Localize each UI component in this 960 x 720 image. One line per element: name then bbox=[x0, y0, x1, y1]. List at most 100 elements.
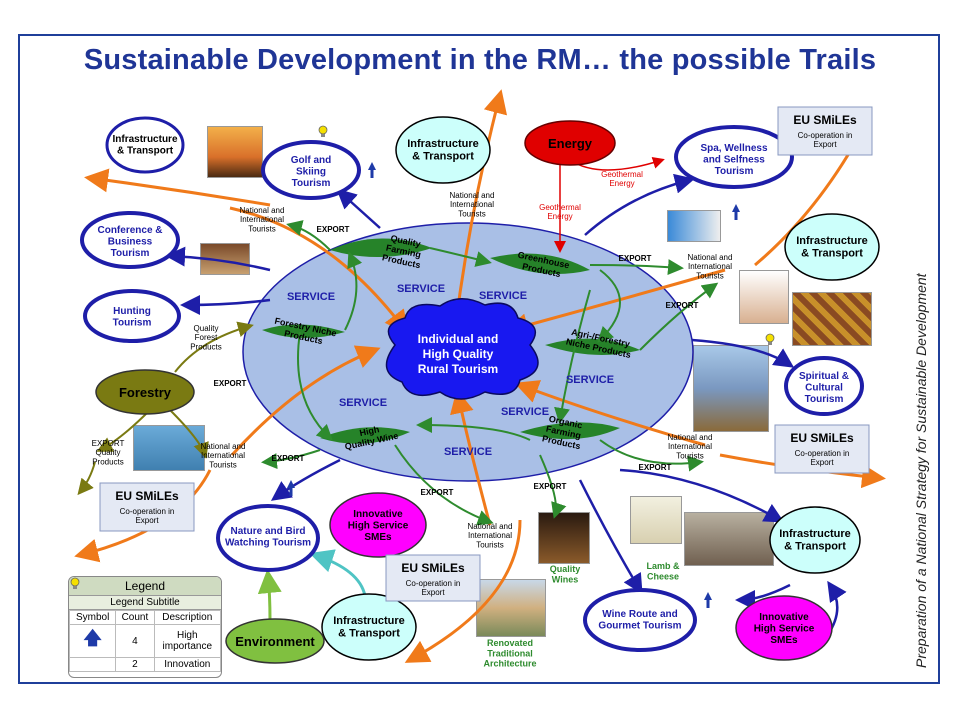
eu-smiles-title-1: EU SMiLEs bbox=[790, 431, 854, 445]
service-label-3: SERVICE bbox=[566, 374, 614, 386]
innovation-bulbs bbox=[318, 125, 775, 345]
arrow-up-icon: 🡅 bbox=[69, 624, 117, 658]
node-infra-top-left: Infrastructure& Transport bbox=[112, 134, 177, 157]
legend-header-description: Description bbox=[153, 610, 221, 625]
eu-smiles-line2-1: Export bbox=[810, 458, 834, 467]
node-infra-right: Infrastructure& Transport bbox=[796, 235, 868, 260]
center-cloud bbox=[385, 298, 539, 400]
node-forestry: Forestry bbox=[119, 385, 172, 400]
export-label-1: EXPORT bbox=[619, 254, 652, 263]
eu-smiles-line1-2: Co-operation in bbox=[120, 507, 175, 516]
yoga-photo bbox=[739, 270, 789, 324]
water-drop-photo bbox=[667, 210, 721, 242]
importance-arrows bbox=[287, 162, 740, 608]
innovative-sme-node-right bbox=[735, 595, 833, 661]
energy-node bbox=[524, 120, 616, 166]
organic-farming-products: OrganicFarmingProducts bbox=[541, 413, 586, 451]
export-label-4: EXPORT bbox=[272, 454, 305, 463]
eu-smiles-line1-1: Co-operation in bbox=[795, 449, 850, 458]
node-infra-bottom-right: Infrastructure& Transport bbox=[779, 528, 851, 553]
forestry-arrows bbox=[77, 321, 254, 496]
center-line2: High Quality bbox=[423, 347, 494, 361]
eu-smiles-title-3: EU SMiLEs bbox=[401, 561, 465, 575]
infrastructure-nodes bbox=[321, 116, 880, 661]
carpet-photo bbox=[792, 292, 872, 346]
eu-smiles-line1-3: Co-operation in bbox=[406, 579, 461, 588]
slide-frame bbox=[18, 34, 940, 684]
pelicans-photo bbox=[133, 425, 205, 471]
lightbulb-icon bbox=[69, 577, 117, 672]
export-label-3: EXPORT bbox=[214, 379, 247, 388]
node-infra-bottom: Infrastructure& Transport bbox=[333, 615, 405, 640]
legend: Legend Legend Subtitle Symbol Count Desc… bbox=[68, 576, 222, 678]
page-title: Sustainable Development in the RM… the p… bbox=[83, 44, 877, 76]
eu-smiles-line1-0: Co-operation in bbox=[798, 131, 853, 140]
service-label-5: SERVICE bbox=[501, 406, 549, 418]
legend-desc-importance-1: High bbox=[176, 630, 198, 641]
service-label-6: SERVICE bbox=[444, 446, 492, 458]
legend-count-importance: 4 bbox=[115, 624, 155, 658]
eu-smiles-title-2: EU SMiLEs bbox=[115, 489, 179, 503]
legend-desc-importance-2: importance bbox=[162, 641, 212, 652]
legend-header-count: Count bbox=[115, 610, 155, 625]
eu-smiles-line2-3: Export bbox=[421, 588, 445, 597]
cheese-photo bbox=[630, 496, 682, 544]
tourism-nodes bbox=[80, 116, 864, 652]
legend-desc-innovation: Innovation bbox=[153, 657, 221, 672]
export-label-2: EXPORT bbox=[666, 301, 699, 310]
green-arrows bbox=[261, 220, 719, 526]
innovative-sme-node-left bbox=[329, 492, 427, 558]
lime-arrow bbox=[257, 569, 282, 621]
environment-node bbox=[225, 618, 325, 664]
center-line1: Individual and bbox=[418, 332, 499, 346]
eu-smiles-title-0: EU SMiLEs bbox=[793, 113, 857, 127]
navy-arrows bbox=[165, 173, 847, 651]
legend-header-symbol: Symbol bbox=[69, 610, 117, 625]
export-label-7: EXPORT bbox=[534, 482, 567, 491]
node-infra-top: Infrastructure& Transport bbox=[407, 138, 479, 163]
service-label-0: SERVICE bbox=[287, 291, 335, 303]
node-environment: Environment bbox=[235, 634, 315, 649]
church-photo bbox=[693, 345, 769, 432]
caption-lamb-cheese: Lamb &Cheese bbox=[646, 561, 680, 581]
service-label-2: SERVICE bbox=[479, 290, 527, 302]
service-label-1: SERVICE bbox=[397, 283, 445, 295]
export-label-5: EXPORT bbox=[639, 463, 672, 472]
export-label-6: EXPORT bbox=[421, 488, 454, 497]
export-label-0: EXPORT bbox=[317, 225, 350, 234]
golf-photo bbox=[207, 126, 263, 178]
house-photo bbox=[476, 579, 546, 637]
legend-subtitle: Legend Subtitle bbox=[69, 596, 221, 610]
teal-arrow bbox=[309, 549, 367, 597]
node-energy: Energy bbox=[548, 136, 593, 151]
eu-smiles-line2-0: Export bbox=[813, 140, 837, 149]
eu-smiles-line2-2: Export bbox=[135, 516, 159, 525]
eu-smiles-boxes bbox=[99, 106, 873, 602]
center-line3: Rural Tourism bbox=[418, 362, 498, 376]
legend-title: Legend bbox=[69, 577, 221, 596]
